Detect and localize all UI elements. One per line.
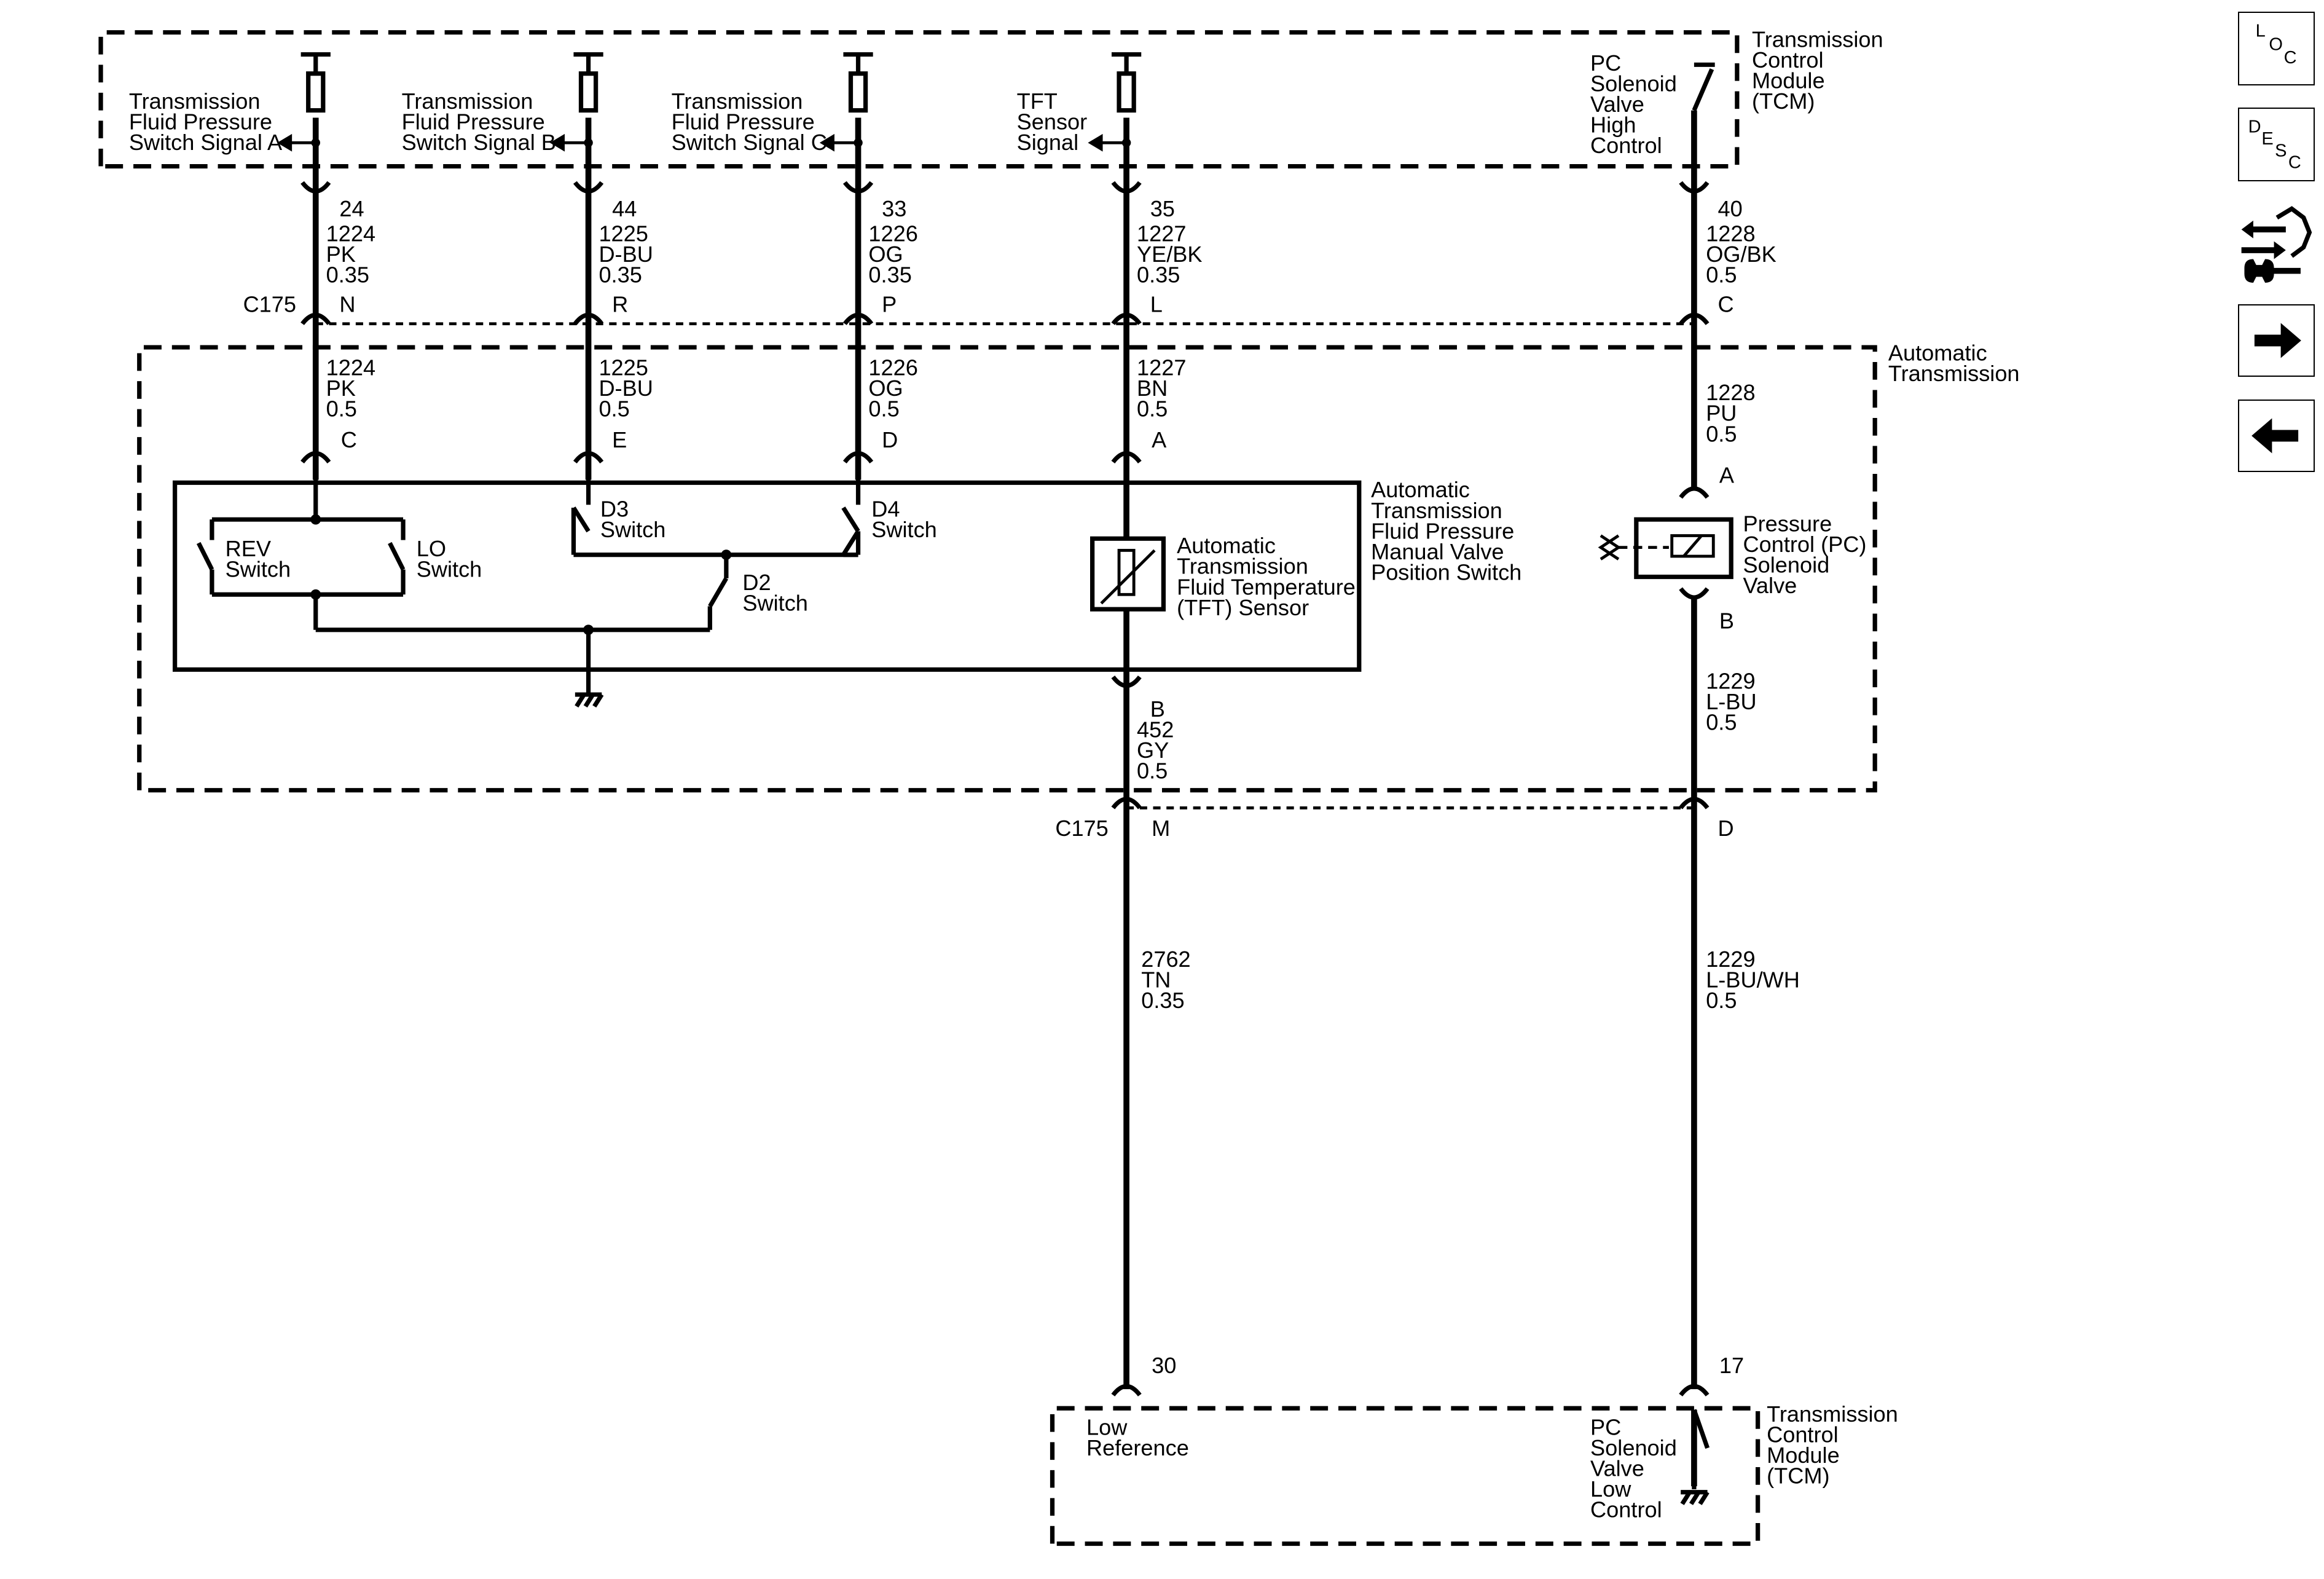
svg-text:L: L: [1150, 292, 1163, 317]
next-page-button[interactable]: [2238, 304, 2315, 377]
svg-text:P: P: [882, 292, 897, 317]
tcm-top-boundary: [98, 30, 1740, 169]
svg-text:S: S: [2275, 141, 2287, 160]
svg-text:C175: C175: [1055, 816, 1108, 841]
tft-sensor-symbol: [1090, 536, 1166, 612]
auto-trans-boundary: [137, 345, 1877, 793]
pc-low-switch: [1680, 1409, 1710, 1505]
wires: [312, 110, 1697, 1487]
tcm-bottom-pin-numbers: 30 17: [1152, 1353, 1744, 1378]
svg-text:40: 40: [1717, 196, 1742, 221]
svg-text:24: 24: [339, 196, 364, 221]
desc-icon: D E S C: [2248, 117, 2301, 173]
switch-network: [196, 462, 861, 708]
tcm-top-pin-numbers: 24 44 33 35 40: [339, 196, 1742, 221]
svg-text:D: D: [2248, 117, 2261, 137]
svg-text:C175: C175: [243, 292, 296, 317]
svg-text:E: E: [2261, 129, 2273, 149]
connector-terminals: [300, 181, 1710, 1397]
previous-page-button[interactable]: [2238, 400, 2315, 472]
svg-text:30: 30: [1152, 1353, 1176, 1378]
svg-text:E: E: [612, 427, 627, 452]
svg-text:44: 44: [612, 196, 637, 221]
svg-text:R: R: [612, 292, 628, 317]
tcm-bottom-boundary: [1050, 1406, 1761, 1546]
svg-text:A: A: [1719, 462, 1734, 487]
svg-text:M: M: [1152, 816, 1170, 841]
pc-high-switch: [1692, 62, 1715, 111]
svg-text:33: 33: [882, 196, 906, 221]
svg-text:N: N: [339, 292, 355, 317]
svg-text:35: 35: [1150, 196, 1175, 221]
svg-text:C: C: [2284, 48, 2297, 68]
junction-dots: [310, 138, 1131, 636]
arrow-right-icon: [2254, 323, 2301, 358]
svg-text:17: 17: [1719, 1353, 1744, 1378]
c175-upper-labels: C175 N R P L C: [243, 292, 1734, 317]
svg-text:A: A: [1152, 427, 1166, 452]
pullup-resistors: [300, 52, 1142, 113]
signal-arrowheads: [277, 133, 1103, 152]
svg-text:D: D: [882, 427, 898, 452]
c175-lower-labels: C175 M D: [1055, 816, 1733, 841]
svg-text:O: O: [2269, 34, 2283, 54]
svg-text:B: B: [1719, 608, 1734, 633]
pc-solenoid-symbol: [1598, 517, 1733, 580]
loc-button[interactable]: L O C: [2238, 12, 2315, 85]
wrench-connector-icon[interactable]: [2236, 203, 2315, 283]
svg-text:C: C: [2288, 153, 2301, 173]
loc-icon: L O C: [2256, 22, 2297, 68]
arrow-left-icon: [2251, 418, 2299, 454]
svg-text:L: L: [2256, 22, 2266, 41]
switch-pin-labels: C E D A: [341, 427, 1166, 452]
svg-text:D: D: [1717, 816, 1733, 841]
svg-text:C: C: [341, 427, 357, 452]
desc-button[interactable]: D E S C: [2238, 108, 2315, 181]
switch-assembly-box: [172, 480, 1362, 672]
svg-text:C: C: [1717, 292, 1733, 317]
tft-pin-b: B: [1150, 696, 1165, 722]
